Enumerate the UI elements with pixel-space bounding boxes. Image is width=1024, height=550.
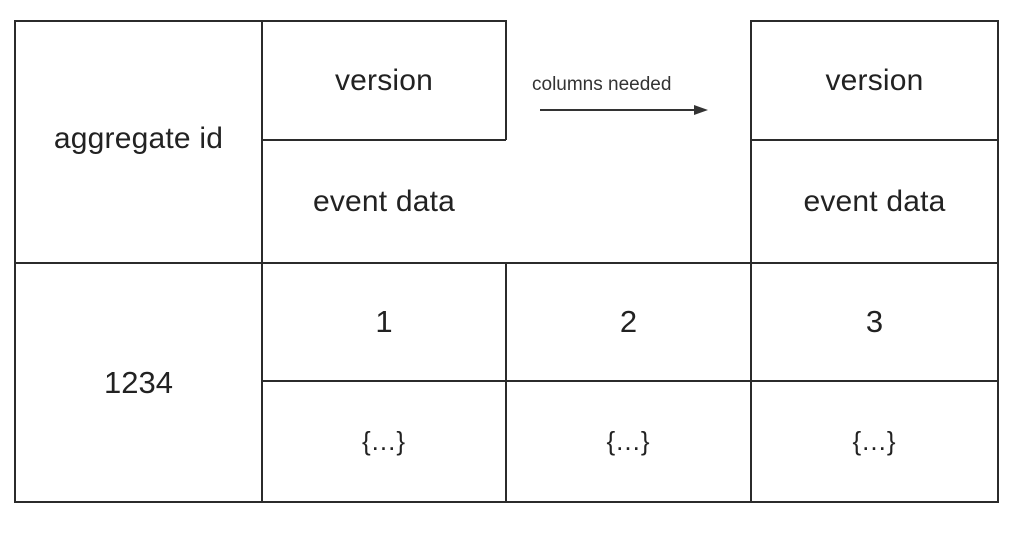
grid-line-top-right <box>751 20 999 22</box>
grid-line-right <box>997 20 999 503</box>
grid-line-header-mid-right <box>751 139 999 141</box>
event-data-value-3: {...} <box>852 426 897 456</box>
grid-line-row-mid <box>262 380 999 382</box>
version-value-1: 1 <box>375 304 393 339</box>
grid-line-col-2 <box>505 20 507 140</box>
columns-needed-caption: columns needed <box>532 74 672 95</box>
grid-line-left <box>14 20 16 503</box>
version-value-3: 3 <box>865 304 884 339</box>
current-event-data-header: event data <box>312 184 456 218</box>
grid-line-col-3 <box>750 20 752 503</box>
right-arrow-icon <box>540 105 708 115</box>
event-data-value-2: {...} <box>606 426 651 456</box>
current-version-header: version <box>334 63 434 97</box>
next-version-header: version <box>825 63 924 97</box>
next-event-data-header: event data <box>803 184 946 218</box>
grid-line-col-1 <box>261 20 263 503</box>
event-data-value-1: {...} <box>361 426 407 456</box>
version-value-2: 2 <box>619 304 638 339</box>
aggregate-id-value: 1234 <box>104 364 173 400</box>
grid-line-col-2-lower <box>505 262 507 503</box>
grid-line-top-left <box>14 20 506 22</box>
grid-line-header-mid-left <box>262 139 506 141</box>
aggregate-id-header: aggregate id <box>53 122 224 155</box>
